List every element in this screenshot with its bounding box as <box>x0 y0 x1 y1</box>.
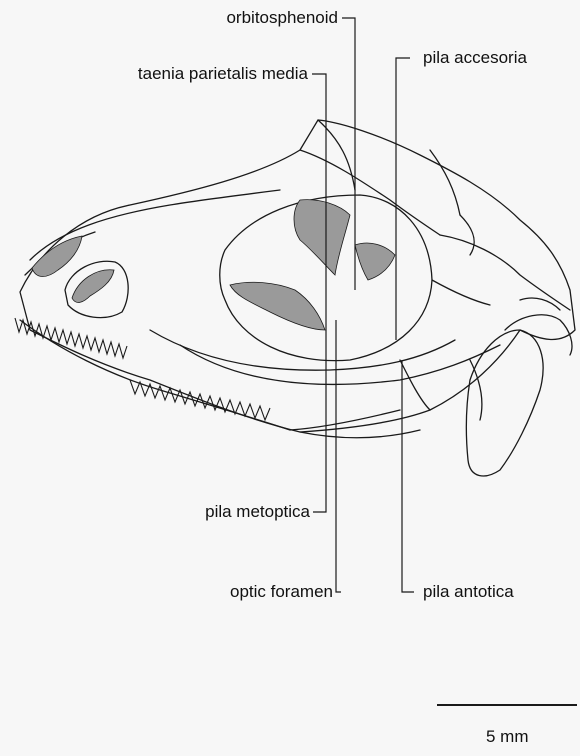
teeth-row <box>15 318 127 358</box>
shaded-pila <box>230 282 325 330</box>
shaded-nostril-cartilage <box>72 270 114 303</box>
scale-bar-label: 5 mm <box>486 727 529 747</box>
label-pila-metoptica: pila metoptica <box>205 502 310 522</box>
leader-pila-antotica <box>402 360 414 592</box>
label-pila-accesoria: pila accesoria <box>423 48 527 68</box>
label-optic-foramen: optic foramen <box>230 582 333 602</box>
quadrate <box>466 330 543 476</box>
label-orbitosphenoid: orbitosphenoid <box>226 8 338 28</box>
leader-pila-accesoria <box>396 58 410 340</box>
shaded-orbitosphenoid <box>294 200 350 275</box>
label-taenia-parietalis-media: taenia parietalis media <box>138 64 308 84</box>
lower-jaw <box>20 320 400 430</box>
label-pila-antotica: pila antotica <box>423 582 514 602</box>
jugal <box>150 330 455 370</box>
